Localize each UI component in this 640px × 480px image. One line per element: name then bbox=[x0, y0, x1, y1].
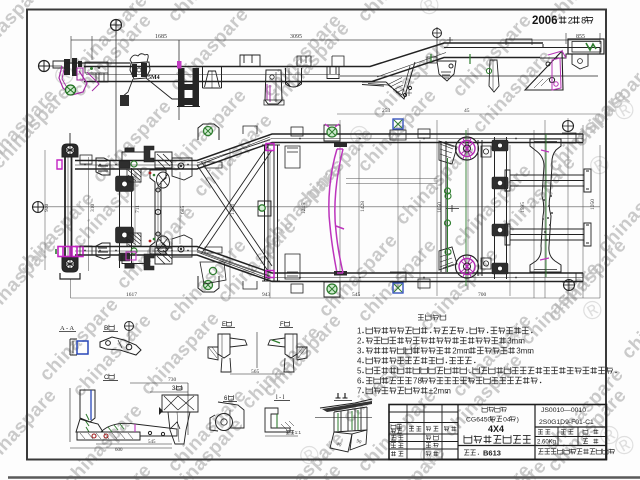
svg-text:1050: 1050 bbox=[590, 199, 596, 210]
svg-text:±2mm: ±2mm bbox=[429, 387, 452, 396]
svg-text:1685: 1685 bbox=[155, 34, 167, 40]
svg-text:1428: 1428 bbox=[360, 201, 366, 212]
svg-text:1245: 1245 bbox=[301, 203, 307, 214]
svg-text:545: 545 bbox=[352, 292, 361, 298]
svg-text:2006: 2006 bbox=[532, 15, 558, 27]
svg-text:545: 545 bbox=[148, 440, 156, 445]
svg-text:253: 253 bbox=[382, 108, 391, 114]
svg-text:A - A: A - A bbox=[60, 325, 74, 332]
svg-text:2mm: 2mm bbox=[452, 347, 470, 356]
svg-text:1:1: 1:1 bbox=[295, 430, 302, 435]
svg-text:3: 3 bbox=[357, 347, 362, 356]
svg-text:3mm: 3mm bbox=[507, 337, 525, 346]
svg-text:5M4: 5M4 bbox=[148, 75, 160, 81]
svg-text:940: 940 bbox=[44, 204, 50, 213]
svg-text:C: C bbox=[104, 374, 109, 381]
svg-text:B613: B613 bbox=[483, 449, 501, 458]
svg-text:E: E bbox=[222, 322, 226, 328]
svg-text:730: 730 bbox=[168, 377, 177, 383]
svg-text:943: 943 bbox=[262, 292, 271, 298]
svg-text:45: 45 bbox=[464, 108, 470, 114]
svg-text:600: 600 bbox=[115, 448, 123, 453]
svg-text:CG6450(: CG6450( bbox=[466, 417, 494, 424]
svg-text:40: 40 bbox=[335, 442, 342, 449]
svg-text:700: 700 bbox=[478, 292, 487, 298]
svg-text:310: 310 bbox=[90, 204, 96, 213]
svg-text:6: 6 bbox=[357, 377, 362, 386]
svg-text:1: 1 bbox=[357, 327, 362, 336]
svg-text:4X4: 4X4 bbox=[488, 424, 504, 434]
svg-text:2: 2 bbox=[568, 16, 573, 26]
svg-text:3mm: 3mm bbox=[516, 347, 534, 356]
svg-text:B: B bbox=[104, 325, 108, 332]
svg-text:1617: 1617 bbox=[126, 292, 137, 298]
svg-text:F: F bbox=[280, 322, 284, 328]
svg-text:1050: 1050 bbox=[437, 202, 443, 213]
svg-text:1363: 1363 bbox=[230, 204, 236, 215]
svg-text:1595: 1595 bbox=[520, 202, 526, 213]
svg-text:2.60Kg: 2.60Kg bbox=[537, 440, 556, 446]
svg-text:04: 04 bbox=[503, 417, 511, 424]
svg-text:5: 5 bbox=[357, 367, 362, 376]
svg-text:711: 711 bbox=[135, 205, 141, 213]
svg-text:450: 450 bbox=[175, 386, 184, 392]
svg-text:7: 7 bbox=[357, 387, 362, 396]
svg-text:6: 6 bbox=[224, 396, 228, 402]
svg-text:JS0010—0010: JS0010—0010 bbox=[541, 407, 586, 414]
svg-text:78: 78 bbox=[413, 377, 422, 386]
svg-text:3095: 3095 bbox=[290, 34, 302, 40]
svg-text:2: 2 bbox=[357, 337, 362, 346]
svg-text:685: 685 bbox=[180, 206, 186, 215]
svg-text:855: 855 bbox=[576, 34, 585, 40]
svg-text:4: 4 bbox=[357, 357, 362, 366]
svg-text:90: 90 bbox=[355, 439, 362, 446]
svg-text:565: 565 bbox=[251, 369, 260, 375]
svg-text:): ) bbox=[517, 417, 519, 424]
svg-text:2S0G1D9-F01-C1: 2S0G1D9-F01-C1 bbox=[539, 419, 594, 426]
svg-text:3: 3 bbox=[172, 386, 176, 392]
svg-text:8: 8 bbox=[581, 16, 586, 26]
svg-text:l - l: l - l bbox=[276, 395, 285, 401]
